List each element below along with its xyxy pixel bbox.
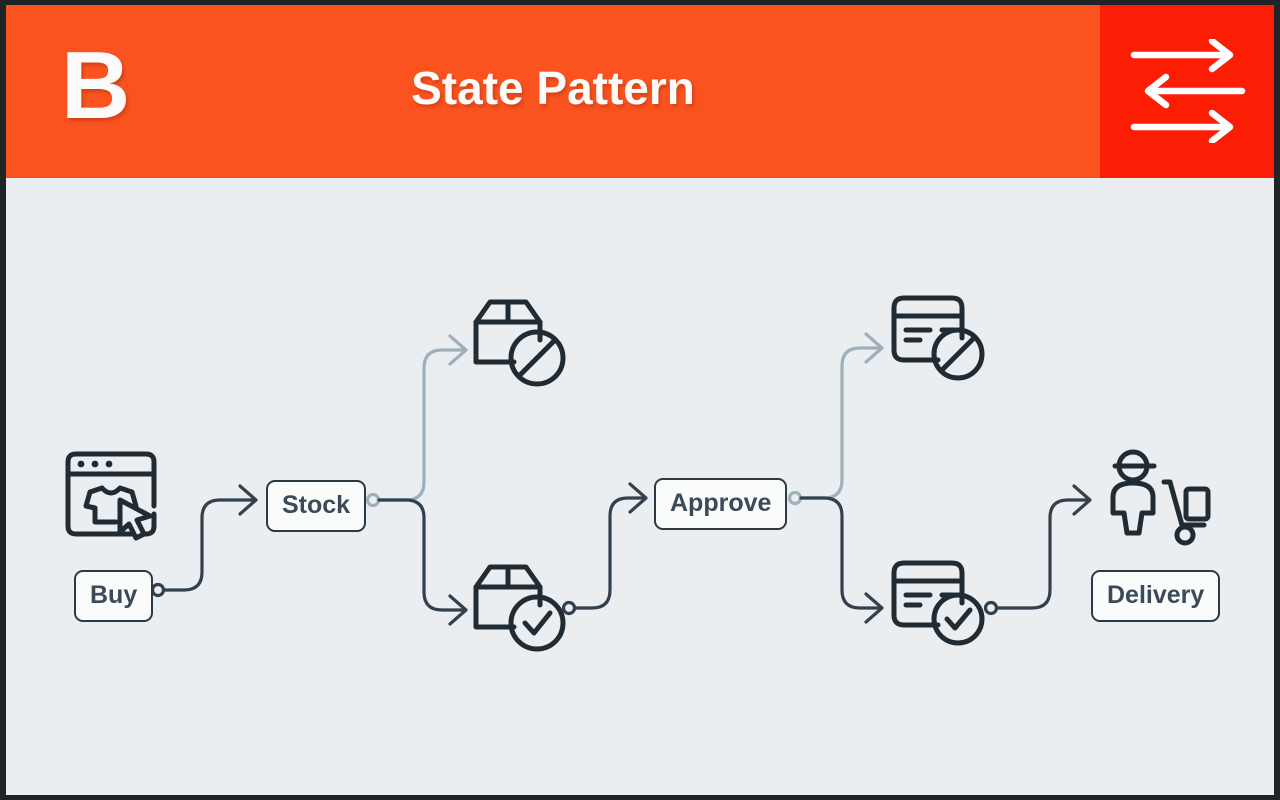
transition-connectors (150, 332, 1092, 626)
transition-stock-to-out-of-stock (377, 334, 468, 502)
node-stock[interactable]: Stock (266, 480, 367, 532)
transition-in-stock-to-approve (561, 482, 648, 616)
header-accent-block (1100, 5, 1274, 178)
node-buy-label: Buy (90, 581, 138, 609)
credit-card-blocked-icon (891, 295, 985, 381)
approve-output-port (787, 490, 803, 506)
node-approve-label: Approve (670, 489, 772, 517)
credit-card-check-icon (891, 560, 985, 646)
transition-buy-to-stock (150, 484, 258, 598)
transition-approve-to-payment-failed (799, 332, 884, 500)
node-approve[interactable]: Approve (654, 478, 788, 530)
state-transition-arrows-icon (1130, 39, 1246, 143)
package-check-icon (473, 564, 566, 652)
state-diagram: Buy Stock Approve Delivery (6, 178, 1274, 795)
node-delivery-label: Delivery (1107, 581, 1205, 609)
transition-stock-to-in-stock (377, 498, 468, 626)
page-title: State Pattern (411, 62, 695, 114)
header-bar: B State Pattern (6, 5, 1274, 178)
package-blocked-icon (473, 299, 566, 387)
node-buy[interactable]: Buy (74, 570, 154, 622)
stock-output-port (365, 492, 381, 508)
transition-approve-to-payment-ok (799, 496, 884, 624)
slide-canvas: B State Pattern (6, 5, 1274, 795)
logo-letter: B (61, 32, 130, 139)
browser-shirt-cursor-icon (65, 451, 157, 541)
delivery-person-handtruck-icon (1110, 449, 1211, 546)
transition-payment-ok-to-delivery (983, 484, 1092, 616)
node-stock-label: Stock (282, 491, 351, 519)
node-delivery[interactable]: Delivery (1091, 570, 1221, 622)
